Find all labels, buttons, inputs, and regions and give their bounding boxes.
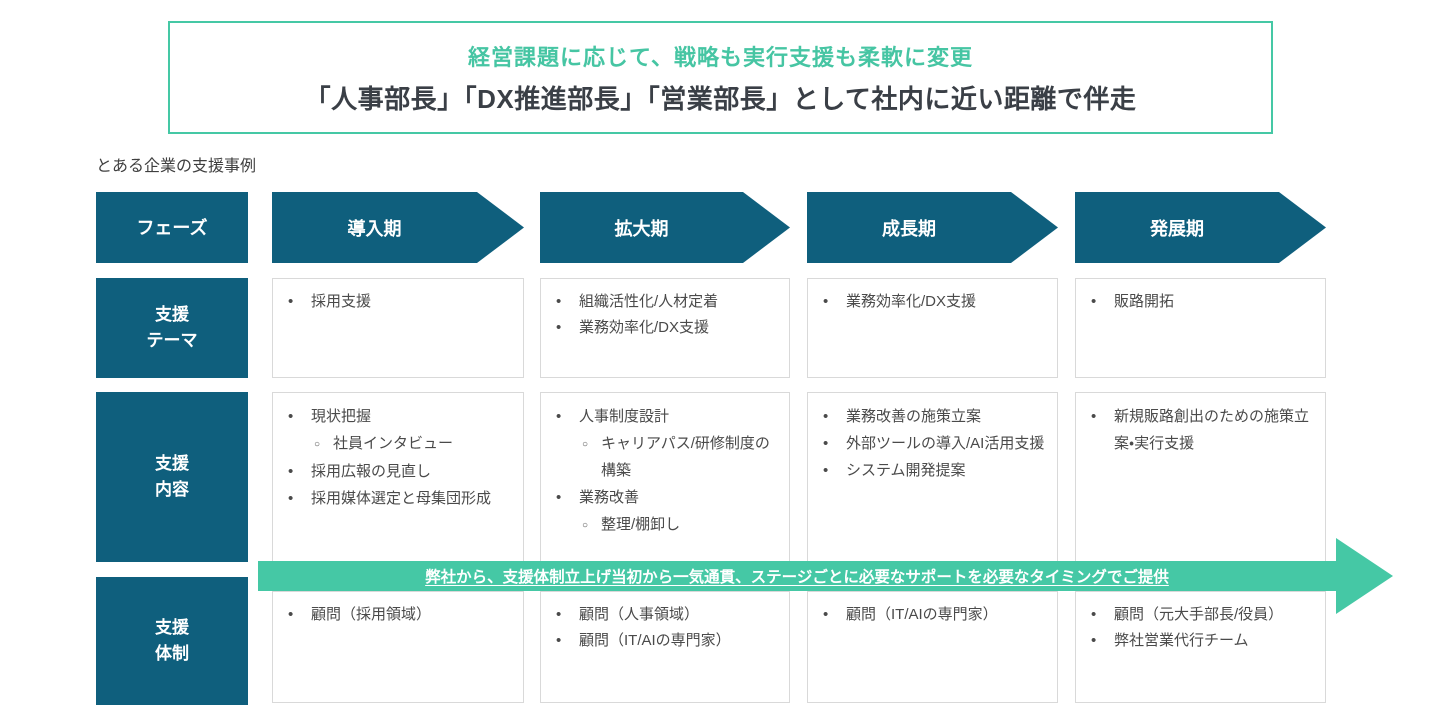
list-item: 人事制度設計 — [554, 403, 779, 430]
list-item: 業務改善の施策立案 — [821, 403, 1047, 430]
title-line-2: 「人事部長」「DX推進部長」「営業部長」として社内に近い距離で伴走 — [304, 83, 1137, 114]
list-item: 採用媒体選定と母集団形成 — [286, 485, 513, 512]
title-line-1: 経営課題に応じて、戦略も実行支援も柔軟に変更 — [468, 44, 973, 70]
list-item: 業務改善 — [554, 484, 779, 511]
theme-cell-growth: 業務効率化/DX支援 — [807, 278, 1058, 378]
list-item: 販路開拓 — [1089, 289, 1315, 315]
structure-cell-expansion: 顧問（人事領域） 顧問（IT/AIの専門家） — [540, 591, 790, 703]
row-header-theme-line1: 支援 — [155, 305, 189, 324]
list-item: 組織活性化/人材定着 — [554, 289, 779, 315]
phase-arrow-label: 発展期 — [1150, 218, 1204, 239]
theme-cell-development: 販路開拓 — [1075, 278, 1326, 378]
row-header-phase-label: フェーズ — [136, 217, 208, 238]
phase-arrow-label: 拡大期 — [614, 218, 669, 239]
list-item: 採用支援 — [286, 289, 513, 315]
structure-cell-growth: 顧問（IT/AIの専門家） — [807, 591, 1058, 703]
row-header-structure-line1: 支援 — [155, 618, 189, 637]
phase-arrow-label: 成長期 — [882, 218, 936, 239]
phase-arrow-introduction: 導入期 — [272, 192, 524, 263]
structure-cell-development: 顧問（元大手部長/役員） 弊社営業代行チーム — [1075, 591, 1326, 703]
list-item: 新規販路創出のための施策立案・実行支援 — [1089, 403, 1315, 457]
list-item: 現状把握 — [286, 403, 513, 430]
support-banner-arrow: 弊社から、支援体制立上げ当初から一気通貫、ステージごとに必要なサポートを必要なタ… — [258, 538, 1393, 614]
row-header-theme: 支援 テーマ — [96, 278, 248, 378]
support-banner-text: 弊社から、支援体制立上げ当初から一気通貫、ステージごとに必要なサポートを必要なタ… — [425, 569, 1169, 586]
support-banner-band: 弊社から、支援体制立上げ当初から一気通貫、ステージごとに必要なサポートを必要なタ… — [258, 561, 1336, 591]
list-item: 外部ツールの導入/AI活用支援 — [821, 430, 1047, 457]
row-header-content: 支援 内容 — [96, 392, 248, 562]
list-item: 顧問（IT/AIの専門家） — [821, 602, 1047, 628]
row-header-content-line2: 内容 — [155, 480, 189, 499]
row-header-theme-line2: テーマ — [146, 331, 198, 350]
title-box: 経営課題に応じて、戦略も実行支援も柔軟に変更 「人事部長」「DX推進部長」「営業… — [168, 21, 1273, 134]
row-header-structure: 支援 体制 — [96, 577, 248, 705]
caption: とある企業の支援事例 — [96, 158, 257, 175]
support-banner-arrowhead-icon — [1336, 538, 1393, 614]
list-item: システム開発提案 — [821, 457, 1047, 484]
content-cell-expansion: 人事制度設計 キャリアパス/研修制度の構築 業務改善 整理/棚卸し — [540, 392, 790, 562]
sub-list-item: キャリアパス/研修制度の構築 — [554, 430, 779, 484]
list-item: 採用広報の見直し — [286, 458, 513, 485]
phase-arrow-expansion: 拡大期 — [540, 192, 790, 263]
theme-cell-introduction: 採用支援 — [272, 278, 524, 378]
content-cell-development: 新規販路創出のための施策立案・実行支援 — [1075, 392, 1326, 562]
list-item: 顧問（IT/AIの専門家） — [554, 628, 779, 654]
list-item: 顧問（人事領域） — [554, 602, 779, 628]
row-header-structure-line2: 体制 — [155, 644, 189, 663]
structure-cell-introduction: 顧問（採用領域） — [272, 591, 524, 703]
list-item: 顧問（元大手部長/役員） — [1089, 602, 1315, 628]
list-item: 弊社営業代行チーム — [1089, 628, 1315, 654]
content-cell-growth: 業務改善の施策立案 外部ツールの導入/AI活用支援 システム開発提案 — [807, 392, 1058, 562]
list-item: 顧問（採用領域） — [286, 602, 513, 628]
list-item: 業務効率化/DX支援 — [554, 315, 779, 341]
content-cell-introduction: 現状把握 社員インタビュー 採用広報の見直し 採用媒体選定と母集団形成 — [272, 392, 524, 562]
row-header-phase: フェーズ — [96, 192, 248, 263]
sub-list-item: 社員インタビュー — [286, 430, 513, 458]
list-item: 業務効率化/DX支援 — [821, 289, 1047, 315]
phase-arrow-development: 発展期 — [1075, 192, 1326, 263]
phase-arrow-label: 導入期 — [347, 218, 402, 239]
sub-list-item: 整理/棚卸し — [554, 511, 779, 539]
theme-cell-expansion: 組織活性化/人材定着 業務効率化/DX支援 — [540, 278, 790, 378]
row-header-content-line1: 支援 — [155, 454, 189, 473]
phase-arrow-growth: 成長期 — [807, 192, 1058, 263]
